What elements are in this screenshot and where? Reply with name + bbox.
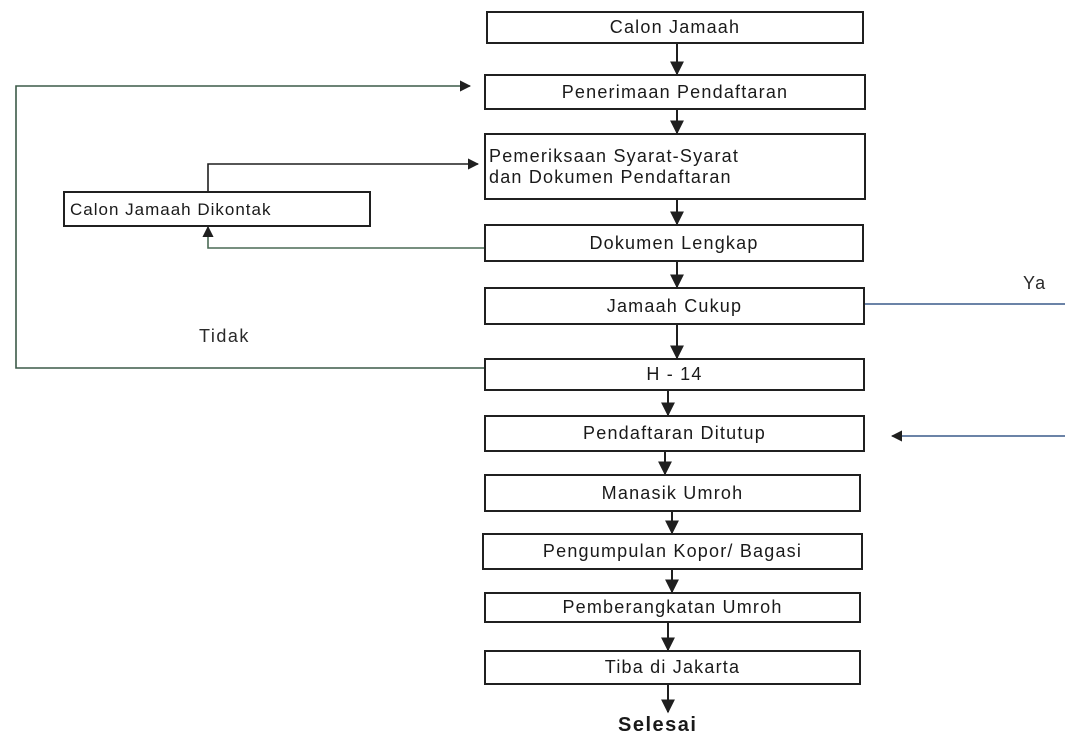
side-calon-jamaah-dikontak: Calon Jamaah Dikontak	[63, 191, 371, 227]
step-pemeriksaan-syarat: Pemeriksaan Syarat-Syarat dan Dokumen Pe…	[484, 133, 866, 200]
step-pendaftaran-ditutup: Pendaftaran Ditutup	[484, 415, 865, 452]
step-h-14-label: H - 14	[646, 364, 703, 384]
step-manasik-umroh: Manasik Umroh	[484, 474, 861, 512]
branch-label-ya: Ya	[1023, 273, 1047, 293]
step-dokumen-lengkap-label: Dokumen Lengkap	[589, 232, 759, 253]
step-calon-jamaah-label: Calon Jamaah	[609, 17, 741, 37]
step-jamaah-cukup-label: Jamaah Cukup	[606, 295, 743, 316]
step-pemberangkatan-label: Pemberangkatan Umroh	[562, 597, 783, 617]
branch-label-tidak: Tidak	[199, 326, 250, 346]
step-pengumpulan-kopor: Pengumpulan Kopor/ Bagasi	[482, 533, 863, 570]
step-pemeriksaan-line2: dan Dokumen Pendaftaran	[489, 166, 732, 187]
step-manasik-label: Manasik Umroh	[601, 482, 744, 503]
step-penerimaan-label: Penerimaan Pendaftaran	[561, 81, 789, 102]
loop-tidak-connector	[15, 80, 484, 369]
step-calon-jamaah: Calon Jamaah	[486, 11, 864, 44]
dikontak-return-connector	[202, 225, 484, 249]
step-tiba-label: Tiba di Jakarta	[604, 657, 741, 677]
step-pengumpulan-label: Pengumpulan Kopor/ Bagasi	[542, 541, 803, 561]
dikontak-forward-connector	[207, 158, 480, 191]
end-label-selesai: Selesai	[618, 714, 698, 736]
step-h-14: H - 14	[484, 358, 865, 391]
step-tiba-di-jakarta: Tiba di Jakarta	[484, 650, 861, 685]
step-pendaftaran-ditutup-label: Pendaftaran Ditutup	[583, 423, 766, 443]
step-penerimaan-pendaftaran: Penerimaan Pendaftaran	[484, 74, 866, 110]
side-dikontak-label: Calon Jamaah Dikontak	[70, 199, 272, 219]
step-dokumen-lengkap: Dokumen Lengkap	[484, 224, 864, 262]
step-pemberangkatan-umroh: Pemberangkatan Umroh	[484, 592, 861, 623]
step-jamaah-cukup: Jamaah Cukup	[484, 287, 865, 325]
step-pemeriksaan-line1: Pemeriksaan Syarat-Syarat	[489, 145, 740, 166]
